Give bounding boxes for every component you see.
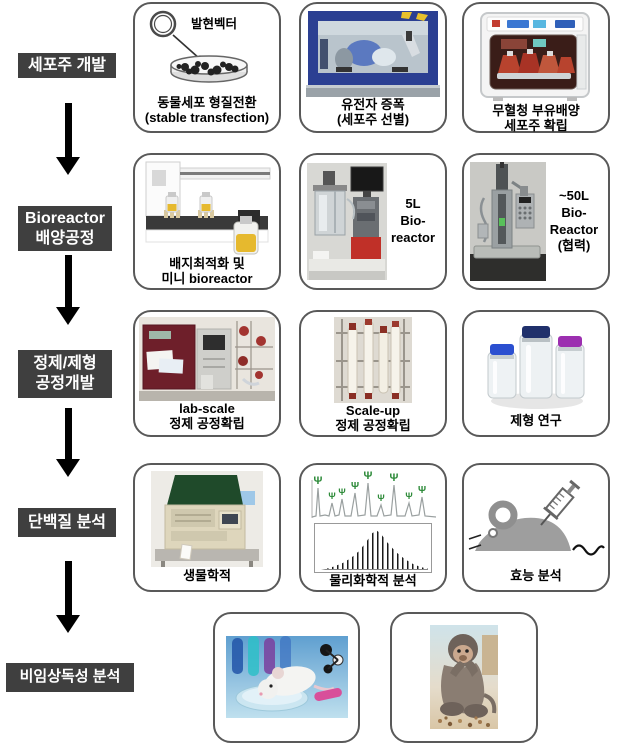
card-caption: 제형 연구 [510,412,562,428]
card-monkey-toxicity [390,612,538,743]
arrow-shaft [64,408,72,459]
bioreactor-size-label: ~50L Bio- Reactor (협력) [549,187,599,254]
card-caption: Scale-up 정제 공정확립 [335,403,411,434]
analyzer-icon [151,470,263,567]
columns-icon [334,317,412,403]
arrow-head [56,157,80,175]
card-caption: 효능 분석 [510,567,562,583]
down-arrow [56,103,80,175]
akta-icon [139,317,275,401]
analyzer-photo [151,470,263,568]
glycan-icon: Ψ [338,487,345,497]
mouse-syringe-icon [468,479,605,556]
down-arrow [56,408,80,477]
arrow-shaft [64,255,72,307]
card-caption: 생물학적 [183,567,231,583]
glycan-icon: Ψ [351,481,359,492]
expression-vector-label: 발현벡터 [191,17,238,31]
glycan-icon: Ψ [405,491,412,501]
50l-bioreactor-photo [470,162,546,281]
glycan-icon: Ψ [418,485,426,496]
stage-bioreactor-process: Bioreactor 배양공정 [18,206,112,251]
card-physicochemical-analysis: Ψ Ψ Ψ Ψ Ψ Ψ Ψ Ψ Ψ 물리화학적 분석 [299,463,447,592]
card-caption: 배지최적화 및 미니 bioreactor [161,256,253,287]
stage-cell-line-development: 세포주 개발 [18,53,116,78]
bioreactor-size-label: 5L Bio- reactor [390,196,436,245]
stage-purification-formulation: 정제/제형 공정개발 [18,350,112,398]
glycan-icon: Ψ [314,475,323,487]
charts-illustration: Ψ Ψ Ψ Ψ Ψ Ψ Ψ Ψ Ψ [310,470,436,573]
transfection-illustration: 발현벡터 [137,9,277,95]
card-biological-analysis: 생물학적 [133,463,281,592]
down-arrow [56,561,80,633]
gene-amplification-photo [306,9,440,97]
petri-dish-icon [149,10,248,83]
stage-protein-analysis: 단백질 분석 [18,508,116,537]
mass-spectrum-icon [314,523,432,573]
card-caption: 유전자 증폭 (세포주 선별) [336,97,410,128]
down-arrow [56,255,80,325]
card-caption: 동물세포 형질전환 (stable transfection) [144,95,270,126]
columns-photo [334,317,412,403]
card-formulation-study: 제형 연구 [462,310,610,437]
card-media-optimization: 배지최적화 및 미니 bioreactor [133,153,281,290]
glycan-icon: Ψ [364,470,373,482]
card-lab-scale-purification: lab-scale 정제 공정확립 [133,310,281,437]
arrow-head [56,307,80,325]
arrow-head [56,459,80,477]
5l-bioreactor-photo [307,163,387,280]
glycan-icon: Ψ [377,493,384,503]
vials-icon [487,325,585,409]
vials-photo [473,317,599,413]
card-5l-bioreactor: 5L Bio- reactor [299,153,447,290]
arrow-shaft [64,103,72,157]
robot-icon [145,161,271,255]
card-scale-up-purification: Scale-up 정제 공정확립 [299,310,447,437]
arrow-shaft [64,561,72,615]
lab-mouse-photo [225,635,348,718]
incubator-photo [475,9,597,103]
lab-hood-photo [306,11,440,97]
chromatography-system-photo [139,317,275,401]
mass-spectrum-bars [321,530,428,570]
card-serum-free-culture: 무혈청 부유배양 세포주 확립 [462,2,610,133]
card-50l-bioreactor: ~50L Bio- Reactor (협력) [462,153,610,290]
monkey-photo [430,624,498,729]
card-stable-transfection: 발현벡터 동물세포 형질전환 (stable transfection) [133,2,281,133]
mouse-injection-illustration [467,470,605,568]
liquid-handler-photo [138,160,276,256]
card-caption: 무혈청 부유배양 세포주 확립 [492,103,580,134]
incubator-icon [480,12,590,101]
card-gene-amplification: 유전자 증폭 (세포주 선별) [299,2,447,133]
card-caption: 물리화학적 분석 [329,573,417,588]
stage-nonclinical-toxicity: 비임상독성 분석 [6,663,134,692]
glycan-icon: Ψ [328,491,335,501]
card-efficacy-analysis: 효능 분석 [462,463,610,592]
glycan-chromatogram-icon: Ψ Ψ Ψ Ψ Ψ Ψ Ψ Ψ Ψ [311,470,436,518]
glycan-icon: Ψ [390,472,399,484]
card-mouse-toxicity [213,612,360,743]
arrow-head [56,615,80,633]
card-caption: lab-scale 정제 공정확립 [169,401,245,432]
